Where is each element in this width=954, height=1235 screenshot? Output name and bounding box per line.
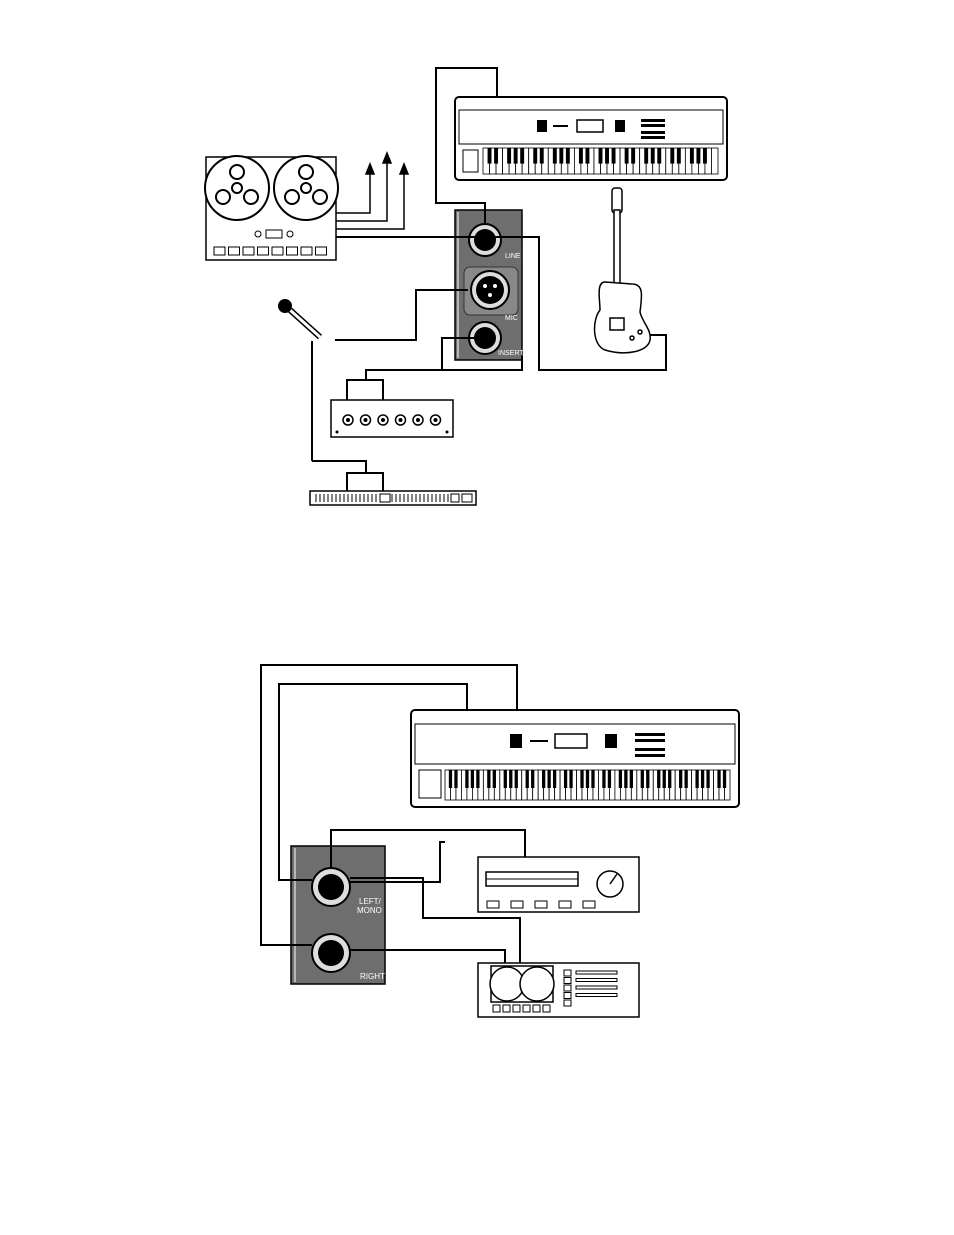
- right-label: RIGHT: [360, 972, 385, 981]
- line-label: LINE: [505, 253, 521, 260]
- diagram-bottom: LEFT/ MONO RIGHT: [261, 665, 739, 1017]
- reel-to-reel-tape-deck: [205, 156, 338, 260]
- piano-keys-top: [483, 148, 718, 174]
- xlr-mic-jack: [471, 271, 509, 309]
- keyboard-synth-top: [455, 97, 727, 180]
- equalizer-unit: [331, 400, 453, 437]
- piano-keys-bottom: [445, 770, 730, 800]
- tape-output-arrows: [336, 153, 408, 229]
- amplifier-unit: [478, 857, 639, 912]
- left-mono-jack: [312, 868, 350, 906]
- output-panel: LEFT/ MONO RIGHT: [291, 846, 385, 984]
- right-jack: [312, 934, 350, 972]
- keyboard-synth-bottom: [411, 710, 739, 807]
- insert-label: INSERT: [498, 350, 524, 357]
- diagram-top: LINE MIC INSERT: [205, 68, 727, 505]
- left-mono-label-line2: MONO: [357, 906, 382, 915]
- electric-guitar: [595, 188, 651, 353]
- mic-label: MIC: [505, 315, 518, 322]
- line-jack: [469, 224, 501, 256]
- microphone: [278, 299, 320, 337]
- left-mono-label-line1: LEFT/: [359, 897, 382, 906]
- monitor-unit: [478, 963, 639, 1017]
- rack-effect-unit: [310, 491, 476, 505]
